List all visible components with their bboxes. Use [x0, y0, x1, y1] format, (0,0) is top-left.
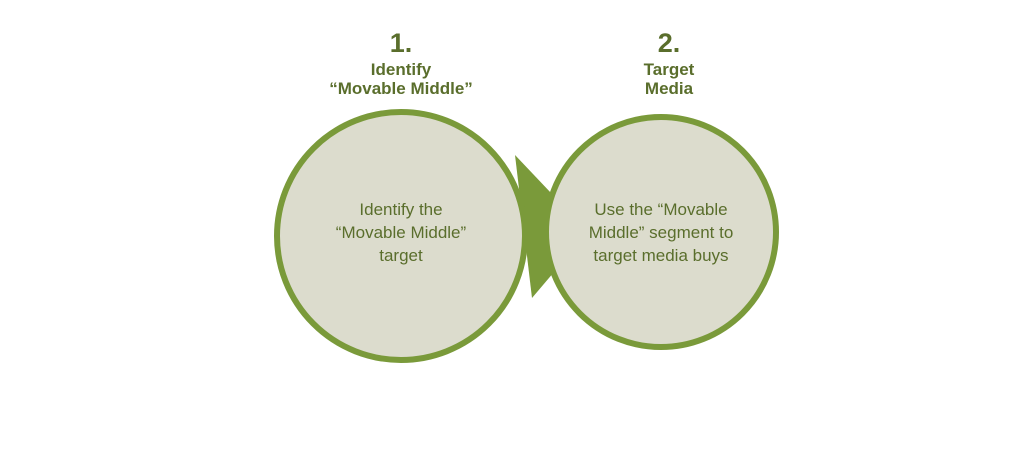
step-2-body-line-3: target media buys [593, 246, 728, 265]
step-2-body-line-2: Middle” segment to [589, 223, 734, 242]
step-1-heading-line-2: “Movable Middle” [329, 79, 473, 98]
step-2-body-line-1: Use the “Movable [594, 200, 727, 219]
step-1-body-line-2: “Movable Middle” [336, 223, 467, 242]
step-1-circle [274, 109, 528, 363]
step-2-number: 2. [658, 28, 681, 58]
step-1-heading-line-1: Identify [371, 60, 432, 79]
step-1 [274, 109, 528, 363]
step-2-circle [543, 114, 779, 350]
step-2-heading-line-1: Target [644, 60, 695, 79]
step-2 [543, 114, 779, 350]
step-2-heading-line-2: Media [645, 79, 694, 98]
step-1-number: 1. [390, 28, 413, 58]
step-1-body-line-3: target [379, 246, 423, 265]
step-1-body-line-1: Identify the [359, 200, 442, 219]
